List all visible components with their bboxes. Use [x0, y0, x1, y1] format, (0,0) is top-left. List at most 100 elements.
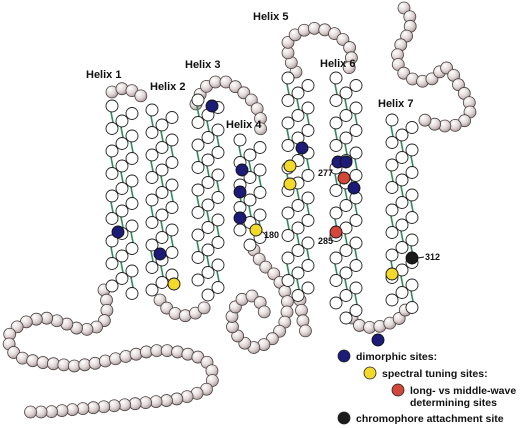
helix-residue [155, 276, 169, 289]
long-vs-middle-wave-site [329, 225, 343, 239]
helix-residue [339, 131, 353, 145]
helix-residue [349, 304, 363, 317]
helix-residue [165, 156, 179, 169]
helix-residue [201, 198, 215, 212]
helix-residue [405, 278, 419, 292]
helix-residue [125, 242, 139, 255]
helix-residue [301, 191, 315, 205]
helix-residue [155, 186, 169, 199]
helix-residue [395, 196, 409, 209]
helix-residue [105, 257, 119, 270]
helix-residue [301, 79, 315, 92]
helix-5-label: Helix 5 [253, 11, 288, 23]
helix-7 [385, 113, 419, 314]
dimorphic-site [295, 141, 309, 155]
helix-residue [405, 166, 419, 179]
helix-residue [385, 181, 399, 194]
helix-residue [191, 138, 205, 152]
helix-residue [281, 274, 295, 287]
helix-residue [253, 208, 267, 222]
helix-residue [253, 141, 267, 154]
helix-residue [291, 86, 305, 100]
helix-residue [301, 169, 315, 182]
helix-residue [155, 118, 169, 132]
helix-residue [329, 139, 343, 152]
helix-residue [105, 212, 119, 225]
helix-residue [339, 289, 353, 302]
helix-residue [385, 158, 399, 172]
spectral-tuning-site [167, 277, 181, 291]
loop-residue [257, 305, 271, 319]
position-312-label: 312 [425, 252, 440, 262]
helix-residue [339, 244, 353, 257]
helix-residue [155, 141, 169, 154]
helix-residue [155, 208, 169, 222]
helix-residue [155, 163, 169, 177]
helix-residue [395, 173, 409, 187]
legend-long-middle-label-line2: determining sites [410, 397, 497, 409]
helix-residue [349, 214, 363, 227]
helix-residue [405, 233, 419, 247]
helix-residue [115, 249, 129, 263]
helix-residue [385, 136, 399, 149]
helix-residue [243, 193, 257, 207]
helix-residue [115, 182, 129, 195]
helix-2-label: Helix 2 [150, 81, 185, 93]
helix-residue [201, 288, 215, 302]
helix-residue [211, 146, 225, 159]
chromophore-attachment-site [405, 251, 419, 265]
helix-residue [191, 273, 205, 287]
position-277-label: 277 [318, 168, 333, 178]
helix-residue [165, 178, 179, 192]
c-terminal-residue [418, 113, 432, 127]
helix-4 [233, 133, 267, 252]
legend: dimorphic sites: spectral tuning sites: … [337, 349, 516, 425]
helix-residue [291, 266, 305, 280]
spectral-tuning-site [385, 267, 399, 281]
helix-residue [115, 114, 129, 128]
position-285-label: 285 [318, 236, 333, 246]
helix-residue [125, 197, 139, 210]
helix-residue [349, 79, 363, 92]
helix-residue [201, 176, 215, 189]
helix-residue [339, 266, 353, 280]
loop-residue [299, 324, 312, 338]
helix-residue [329, 274, 343, 287]
helix-residue [165, 111, 179, 124]
dimorphic-site [111, 225, 125, 239]
helix-residue [233, 133, 247, 147]
helix-residue [145, 193, 159, 207]
helix-residue [125, 107, 139, 120]
helix-residue [301, 281, 315, 295]
helix-residue [145, 238, 159, 252]
helix-residue [339, 109, 353, 122]
helix-residue [155, 231, 169, 244]
helix-residue [405, 188, 419, 202]
legend-long-middle-swatch [391, 383, 405, 397]
helix-residue [191, 93, 205, 107]
helix-residue [211, 168, 225, 182]
helix-residue [349, 259, 363, 272]
helix-residue [349, 146, 363, 160]
helix-residue [233, 223, 247, 237]
helix-residue [281, 116, 295, 130]
dimorphic-site [233, 211, 247, 225]
helix-residue [253, 163, 267, 177]
dimorphic-site [153, 247, 167, 261]
helix-residue [191, 161, 205, 174]
helix-residue [145, 283, 159, 297]
legend-dimorphic-label: dimorphic sites: [356, 351, 437, 363]
dimorphic-site [371, 333, 385, 347]
helix-residue [165, 201, 179, 214]
loop-residue [197, 301, 211, 315]
helix-residue [125, 152, 139, 165]
legend-long-middle-label: long- vs middle-wave [410, 385, 516, 397]
helix-residue [201, 266, 215, 279]
helix-2 [145, 103, 179, 297]
helix-residue [291, 289, 305, 302]
helix-residue [291, 244, 305, 257]
helix-residue [145, 171, 159, 184]
helix-residue [145, 261, 159, 274]
helix-residue [125, 129, 139, 143]
special-sites [111, 99, 425, 347]
